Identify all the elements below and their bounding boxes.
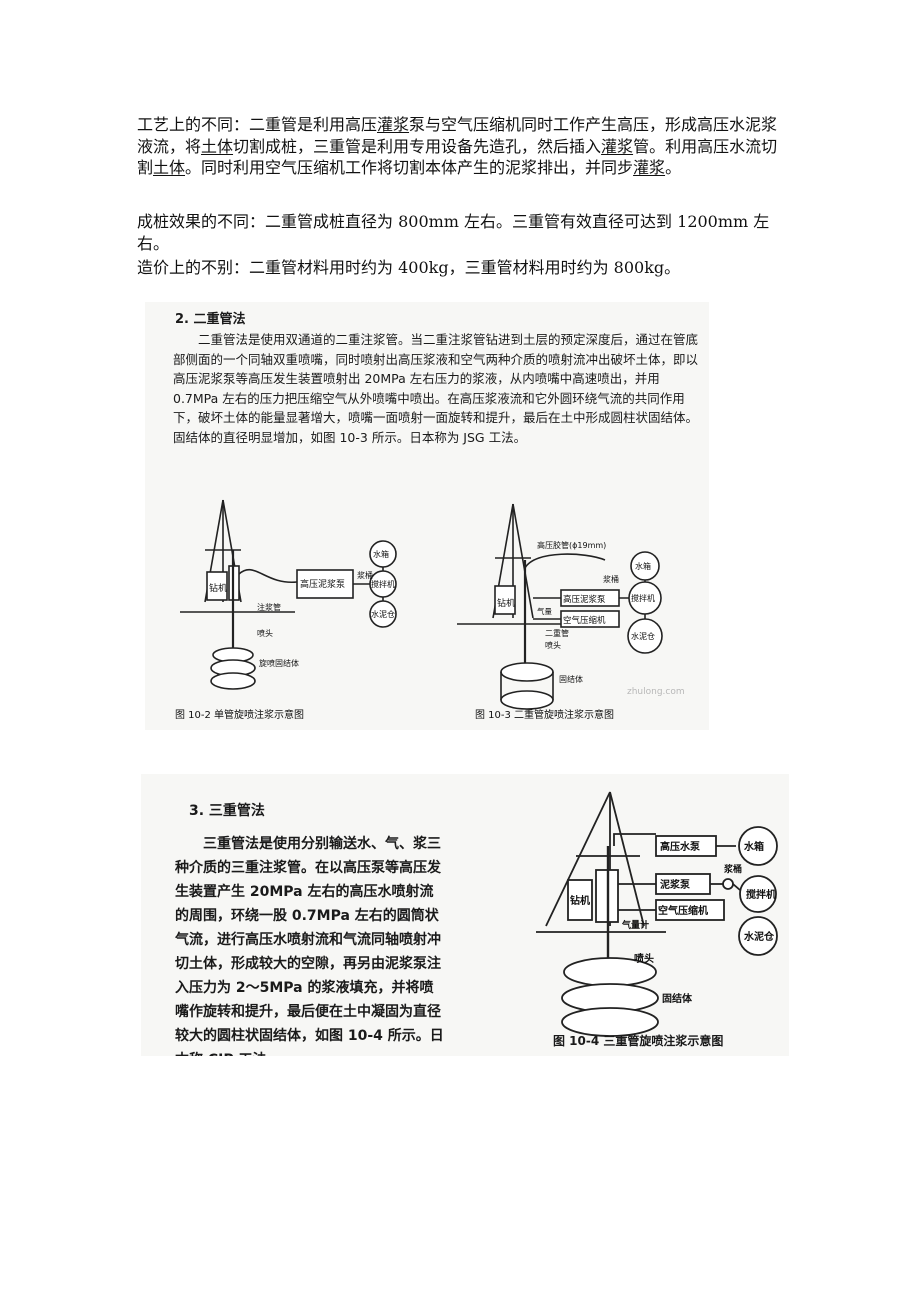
section-body: 三重管法是使用分别输送水、气、浆三种介质的三重注浆管。在以高压泵等高压发生装置产… bbox=[175, 836, 444, 1056]
label-water-tank: 水箱 bbox=[373, 549, 389, 559]
diagram-single-tube: 钻机 高压泥浆泵 浆桶 水箱 搅拌机 水泥仓 注浆管 喷头 旋喷固结体 图 10… bbox=[175, 499, 397, 721]
label-bucket: 浆桶 bbox=[357, 570, 373, 580]
link-soil[interactable]: 土体 bbox=[153, 158, 186, 177]
link-grouting[interactable]: 灌浆 bbox=[601, 136, 634, 156]
figure-caption: 图 10-2 单管旋喷注浆示意图 bbox=[175, 708, 304, 721]
link-grouting[interactable]: 灌浆 bbox=[633, 158, 666, 177]
label-mixer: 搅拌机 bbox=[631, 593, 655, 603]
intro-text: 泵与空气压缩机同时工作产生高压，形成高压水泥浆液流，将 bbox=[137, 115, 778, 156]
figure-caption: 图 10-3 二重管旋喷注浆示意图 bbox=[475, 708, 614, 721]
label-air-compressor: 空气压缩机 bbox=[563, 615, 606, 626]
label-drill: 钻机 bbox=[209, 582, 227, 594]
label-gas-meter: 气量计 bbox=[621, 919, 649, 931]
label-hose: 高压胶管(ϕ19mm) bbox=[537, 540, 606, 550]
label-body: 旋喷固结体 bbox=[259, 658, 299, 668]
figure-caption: 图 10-4 三重管旋喷注浆示意图 bbox=[553, 1034, 724, 1048]
label-drill: 钻机 bbox=[497, 597, 515, 609]
label-pump: 高压泥浆泵 bbox=[563, 594, 606, 605]
label-mixer: 搅拌机 bbox=[746, 888, 776, 901]
diagram-double-tube: 高压胶管(ϕ19mm) 浆桶 水箱 高压泥浆泵 搅拌机 空气压缩机 水泥仓 钻机… bbox=[457, 503, 685, 721]
label-mud-pump: 泥浆泵 bbox=[660, 878, 691, 891]
label-pump: 高压泥浆泵 bbox=[300, 578, 345, 590]
intro-text: 。 bbox=[665, 158, 682, 177]
label-air-compressor: 空气压缩机 bbox=[658, 904, 708, 917]
label-nozzle: 喷头 bbox=[257, 628, 273, 638]
section-heading: 2. 二重管法 bbox=[175, 312, 246, 327]
label-water-tank: 水箱 bbox=[635, 561, 651, 571]
label-grout-pipe: 注浆管 bbox=[257, 602, 281, 612]
intro-text: 工艺上的不同：二重管是利用高压 bbox=[137, 115, 378, 134]
section-heading: 3. 三重管法 bbox=[189, 803, 265, 819]
link-grouting[interactable]: 灌浆 bbox=[377, 115, 410, 134]
scanned-figure-triple-tube: 3. 三重管法 三重管法是使用分别输送水、气、浆三种介质的三重注浆管。在以高压泵… bbox=[141, 774, 789, 1056]
label-cement: 水泥仓 bbox=[743, 930, 775, 943]
label-nozzle: 喷头 bbox=[545, 640, 561, 650]
label-cement: 水泥仓 bbox=[631, 631, 655, 641]
label-pipe: 二重管 bbox=[545, 628, 569, 638]
intro-text: 管。利用高压水流切割 bbox=[137, 136, 778, 178]
label-mixer: 搅拌机 bbox=[371, 579, 395, 589]
label-drill: 钻机 bbox=[570, 894, 590, 907]
label-cement: 水泥仓 bbox=[371, 609, 395, 619]
intro-paragraph-process: 工艺上的不同：二重管是利用高压灌浆泵与空气压缩机同时工作产生高压，形成高压水泥浆… bbox=[137, 114, 787, 179]
label-hp-water-pump: 高压水泵 bbox=[660, 840, 701, 853]
diagram-triple-tube: 高压水泵 水箱 浆桶 泥浆泵 搅拌机 空气压缩机 水泥仓 钻机 气量计 喷头 固… bbox=[536, 791, 778, 1037]
link-soil[interactable]: 土体 bbox=[201, 136, 234, 156]
label-body: 固结体 bbox=[559, 674, 583, 684]
label-nozzle: 喷头 bbox=[634, 952, 654, 965]
watermark: zhulong.com bbox=[627, 687, 685, 697]
label-bucket: 浆桶 bbox=[603, 574, 619, 584]
intro-paragraph-effect: 成桩效果的不同：二重管成桩直径为 800mm 左右。三重管有效直径可达到 120… bbox=[137, 212, 770, 253]
section-body: 二重管法是使用双通道的二重注浆管。当二重注浆管钻进到土层的预定深度后，通过在管底… bbox=[173, 332, 699, 445]
label-bucket: 浆桶 bbox=[723, 863, 742, 875]
label-gas: 气量 bbox=[537, 606, 552, 616]
label-water-tank: 水箱 bbox=[743, 840, 764, 853]
scanned-figure-double-tube: 2. 二重管法 二重管法是使用双通道的二重注浆管。当二重注浆管钻进到土层的预定深… bbox=[145, 302, 709, 730]
intro-paragraph-cost: 造价上的不别：二重管材料用时约为 400kg，三重管材料用时约为 800kg。 bbox=[137, 258, 681, 277]
intro-text: 。同时利用空气压缩机工作将切割本体产生的泥浆排出，并同步 bbox=[185, 158, 634, 177]
label-body: 固结体 bbox=[662, 992, 693, 1005]
intro-text: 切割成桩，三重管是利用专用设备先造孔，然后插入 bbox=[233, 136, 602, 156]
